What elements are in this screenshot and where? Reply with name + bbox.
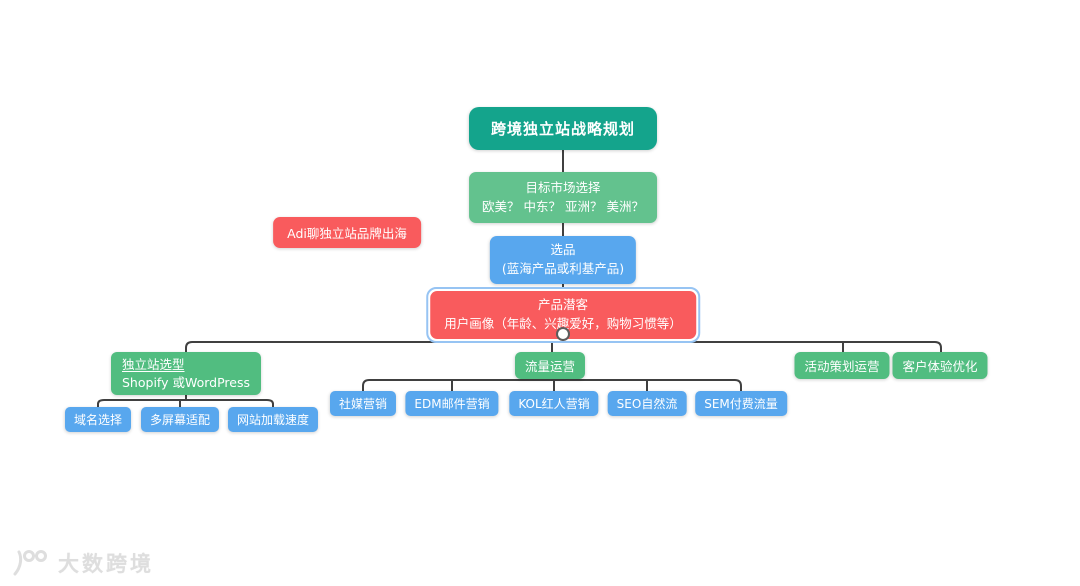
node-site-platform-line1: 独立站选型 xyxy=(122,357,185,372)
node-product-selection-line2: (蓝海产品或利基产品) xyxy=(501,260,625,276)
watermark-text: 大数跨境 xyxy=(58,552,154,576)
node-persona-line2: 用户画像（年龄、兴趣爱好，购物习惯等） xyxy=(444,315,682,331)
brand-100-icon xyxy=(13,550,47,576)
node-social-marketing[interactable]: 社媒营销 xyxy=(329,391,397,416)
node-traffic-ops[interactable]: 流量运营 xyxy=(514,352,586,379)
node-site-platform[interactable]: 独立站选型 Shopify 或WordPress xyxy=(111,352,261,395)
node-target-market-line2: 欧美？ 中东？ 亚洲？ 美洲？ xyxy=(482,199,644,215)
node-seo-traffic-label: SEO自然流 xyxy=(616,397,678,411)
node-edm-marketing-label: EDM邮件营销 xyxy=(414,397,490,411)
node-traffic-ops-label: 流量运营 xyxy=(524,359,576,374)
node-root-label: 跨境独立站战略规划 xyxy=(490,120,636,138)
node-kol-marketing[interactable]: KOL红人营销 xyxy=(509,391,599,416)
node-edm-marketing[interactable]: EDM邮件营销 xyxy=(405,391,499,416)
node-load-speed[interactable]: 网站加载速度 xyxy=(227,407,319,432)
node-customer-experience-label: 客户体验优化 xyxy=(902,359,978,374)
node-campaign-ops[interactable]: 活动策划运营 xyxy=(794,352,890,379)
collapse-handle-icon[interactable] xyxy=(556,327,570,341)
node-adi-annotation-label: Adi聊独立站品牌出海 xyxy=(287,226,407,241)
node-domain-choice-label: 域名选择 xyxy=(73,413,123,427)
node-product-selection-line1: 选品 xyxy=(550,242,576,257)
node-product-selection[interactable]: 选品 (蓝海产品或利基产品) xyxy=(489,236,637,284)
node-sem-traffic-label: SEM付费流量 xyxy=(704,397,778,411)
node-load-speed-label: 网站加载速度 xyxy=(236,413,310,427)
node-seo-traffic[interactable]: SEO自然流 xyxy=(607,391,687,416)
node-customer-experience[interactable]: 客户体验优化 xyxy=(892,352,988,379)
node-persona-line1: 产品潜客 xyxy=(537,297,589,312)
node-kol-marketing-label: KOL红人营销 xyxy=(518,397,590,411)
node-site-platform-line2: Shopify 或WordPress xyxy=(122,374,250,390)
node-multiscreen-label: 多屏幕适配 xyxy=(149,413,211,427)
node-adi-annotation[interactable]: Adi聊独立站品牌出海 xyxy=(273,217,421,248)
node-social-marketing-label: 社媒营销 xyxy=(338,397,388,411)
node-target-market[interactable]: 目标市场选择 欧美？ 中东？ 亚洲？ 美洲？ xyxy=(469,172,657,223)
node-sem-traffic[interactable]: SEM付费流量 xyxy=(695,391,787,416)
watermark: 大数跨境 xyxy=(12,548,154,578)
node-campaign-ops-label: 活动策划运营 xyxy=(804,359,880,374)
node-root[interactable]: 跨境独立站战略规划 xyxy=(468,107,658,150)
node-domain-choice[interactable]: 域名选择 xyxy=(64,407,132,432)
node-target-market-line1: 目标市场选择 xyxy=(525,180,601,195)
node-multiscreen[interactable]: 多屏幕适配 xyxy=(140,407,220,432)
